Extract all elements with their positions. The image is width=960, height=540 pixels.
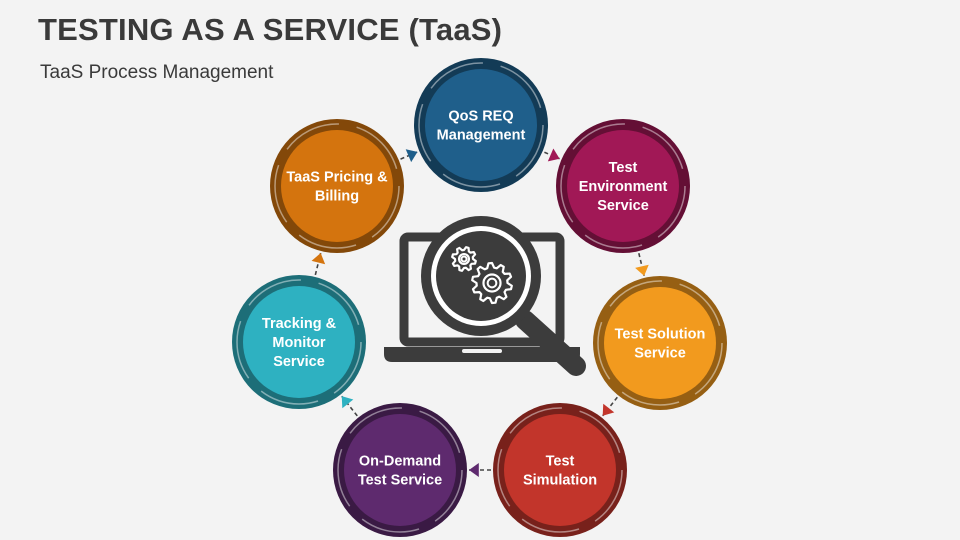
connector-line xyxy=(602,396,618,417)
arrowhead-icon xyxy=(341,396,354,409)
node-label: Service xyxy=(597,198,649,214)
arrowhead-icon xyxy=(602,403,615,416)
arrowhead-icon xyxy=(469,463,479,477)
laptop-magnifier-gears-icon xyxy=(384,216,586,376)
node-label: TaaS Pricing & xyxy=(286,170,388,186)
arrowhead-icon xyxy=(311,253,326,265)
node-label: Environment xyxy=(579,179,668,195)
connector-line xyxy=(314,252,322,276)
node-label: Test Solution xyxy=(615,327,706,343)
node-label: Test xyxy=(546,454,575,470)
connector-line xyxy=(638,252,645,277)
arrowhead-icon xyxy=(635,264,649,276)
process-node: TaaS Pricing & Billing xyxy=(270,119,404,253)
page-subtitle: TaaS Process Management xyxy=(40,62,274,83)
cycle-arrows xyxy=(311,148,649,477)
node-label: Service xyxy=(273,354,325,370)
node-label: Test Service xyxy=(358,473,442,489)
node-label: Billing xyxy=(315,189,359,205)
node-label: On-Demand xyxy=(359,454,441,470)
process-node: QoS REQ Management xyxy=(414,58,548,192)
node-label: Monitor xyxy=(272,335,326,351)
node-label: QoS REQ xyxy=(448,109,513,125)
node-label: Management xyxy=(437,128,526,144)
arrowhead-icon xyxy=(405,149,418,163)
node-label: Tracking & xyxy=(262,316,337,332)
node-label: Simulation xyxy=(523,473,597,489)
arrowhead-icon xyxy=(547,148,560,162)
node-label: Test xyxy=(609,160,638,176)
page-title: TESTING AS A SERVICE (TaaS) xyxy=(38,12,503,47)
node-label: Service xyxy=(634,346,686,362)
